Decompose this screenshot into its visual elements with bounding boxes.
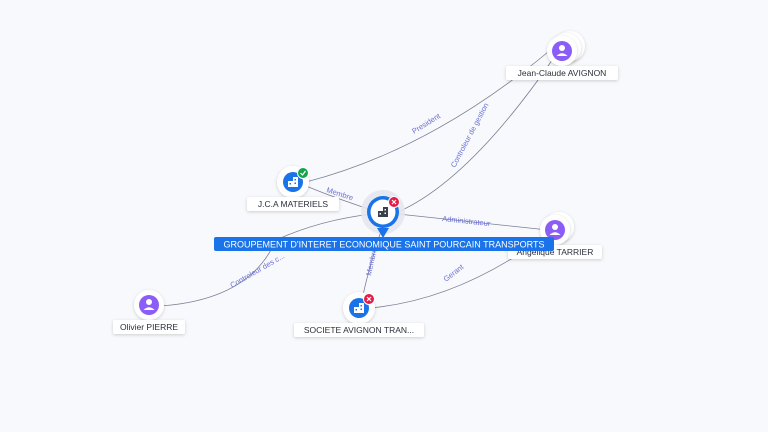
person-icon <box>545 220 565 240</box>
edges <box>159 51 556 309</box>
building-icon <box>283 172 303 192</box>
node-olivier-pierre[interactable]: Olivier PIERRE <box>113 290 185 334</box>
node-label-jean-claude-avignon: Jean-Claude AVIGNON <box>518 68 607 78</box>
building-icon <box>378 207 388 217</box>
node-jean-claude-avignon[interactable]: Jean-Claude AVIGNON <box>506 31 618 80</box>
node-label-groupement: GROUPEMENT D'INTERET ECONOMIQUE SAINT PO… <box>224 240 545 250</box>
node-label-angelique-tarrier: Angelique TARRIER <box>517 247 594 257</box>
node-label-societe-avignon: SOCIETE AVIGNON TRAN... <box>304 325 414 335</box>
closed-x-icon <box>388 196 400 208</box>
building-icon <box>349 298 369 318</box>
node-label-olivier-pierre: Olivier PIERRE <box>120 322 178 332</box>
node-societe-avignon[interactable]: SOCIETE AVIGNON TRAN... <box>294 292 424 337</box>
node-angelique-tarrier[interactable]: Angelique TARRIER <box>508 212 602 259</box>
edge-administrateur <box>397 213 549 231</box>
edge-label-controleur-gestion: Controleur de gestion <box>449 101 491 169</box>
edge-controleur-gestion <box>397 55 556 213</box>
edge-label-membre-societe: Membre <box>364 248 379 277</box>
edge-label-administrateur: Administrateur <box>442 214 492 228</box>
edge-label-president: President <box>410 111 442 136</box>
edge-labels: President Controleur de gestion Membre A… <box>229 101 492 289</box>
edge-label-gerant: Gerant <box>442 262 466 284</box>
person-icon <box>139 295 159 315</box>
closed-x-icon <box>363 293 375 305</box>
node-label-jca-materiels: J.C.A MATERIELS <box>258 199 329 209</box>
person-icon <box>552 41 572 61</box>
node-jca-materiels[interactable]: J.C.A MATERIELS <box>247 166 339 211</box>
node-groupement-center[interactable]: GROUPEMENT D'INTERET ECONOMIQUE SAINT PO… <box>214 190 554 251</box>
edge-label-controleur-des: Controleur des c... <box>229 251 287 289</box>
active-check-icon <box>297 167 309 179</box>
